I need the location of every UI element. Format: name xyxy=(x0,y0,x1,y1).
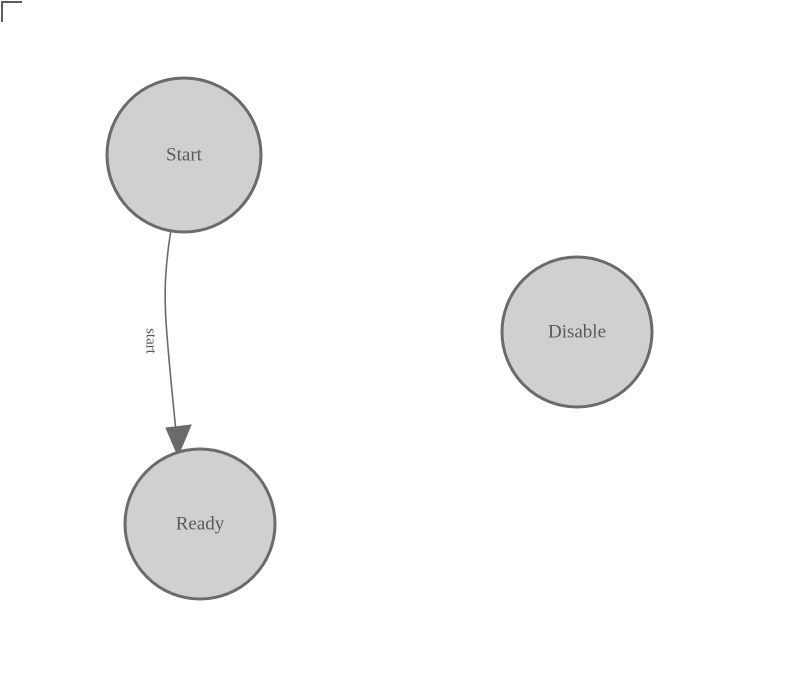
node-disable[interactable]: Disable xyxy=(500,255,654,409)
node-disable-label: Disable xyxy=(548,321,606,342)
node-start[interactable]: Start xyxy=(105,76,263,234)
edge-start-to-ready[interactable]: start xyxy=(143,223,192,458)
node-start-circle[interactable] xyxy=(105,76,263,234)
arrowhead-icon xyxy=(165,424,192,458)
node-ready-label: Ready xyxy=(176,513,225,534)
node-disable-circle[interactable] xyxy=(500,255,654,409)
node-ready-circle[interactable] xyxy=(123,447,277,601)
node-ready[interactable]: Ready xyxy=(123,447,277,601)
edge-label-start: start xyxy=(143,328,159,355)
node-start-label: Start xyxy=(166,144,203,165)
top-left-corner-bracket xyxy=(1,1,22,22)
edge-line xyxy=(164,223,178,443)
